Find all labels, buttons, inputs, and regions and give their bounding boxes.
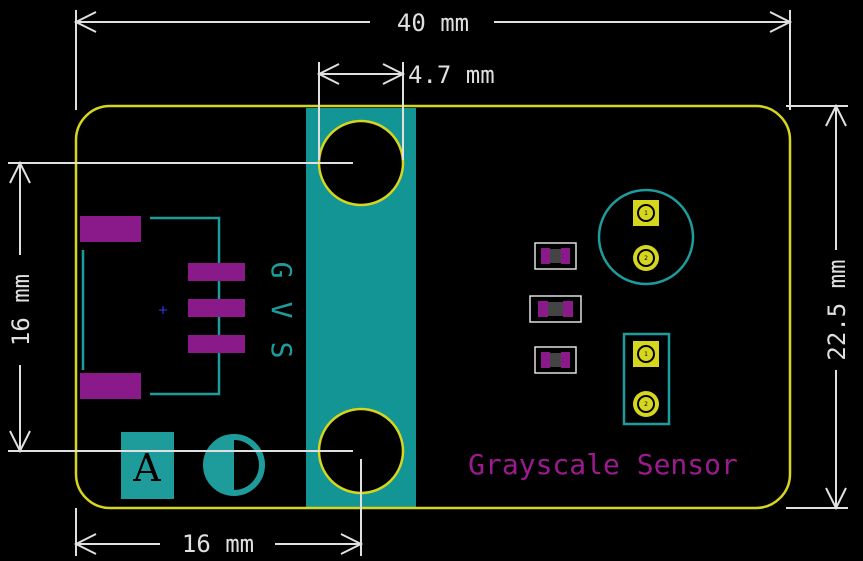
connector-pin-s — [188, 335, 245, 353]
board-outline — [74, 104, 792, 510]
sensor-top-pad-1-label: 1 — [644, 210, 648, 217]
connector-label-v: V — [265, 302, 298, 319]
dim-offset-label: 16 mm — [182, 530, 254, 558]
board-title: Grayscale Sensor — [468, 448, 738, 481]
connector-label-s: S — [265, 342, 298, 359]
sensor-top-footprint: 1 2 — [597, 188, 695, 286]
dim-width-label: 40 mm — [397, 9, 469, 37]
logo-a-box — [121, 432, 174, 499]
dim-hole-spacing-label: 16 mm — [7, 274, 35, 346]
connector-footprint — [80, 216, 245, 399]
connector-tab-bottom — [80, 373, 141, 399]
dimension-lines — [8, 10, 848, 556]
smd-resistor-1 — [534, 242, 577, 270]
smd-resistor-3 — [534, 346, 577, 374]
sensor-top-pad-2-label: 2 — [644, 255, 648, 262]
half-circle-logo — [203, 434, 265, 496]
sensor-bottom-pad-1-label: 1 — [644, 351, 648, 358]
sensor-top-pad-2 — [633, 245, 659, 271]
logo-a-letter: A — [132, 446, 161, 490]
connector-pin-v — [188, 299, 245, 317]
sensor-bottom-pad-2-label: 2 — [644, 401, 648, 408]
sensor-bottom-pad-2 — [633, 391, 659, 417]
connector-pin-g — [188, 263, 245, 281]
dim-height-label: 22.5 mm — [823, 259, 851, 360]
connector-label-g: G — [265, 262, 298, 279]
smd-resistor-2 — [529, 295, 582, 323]
sensor-bottom-footprint: 1 2 — [622, 332, 671, 426]
connector-tab-top — [80, 216, 141, 242]
dim-hole-width-label: 4.7 mm — [408, 61, 495, 89]
